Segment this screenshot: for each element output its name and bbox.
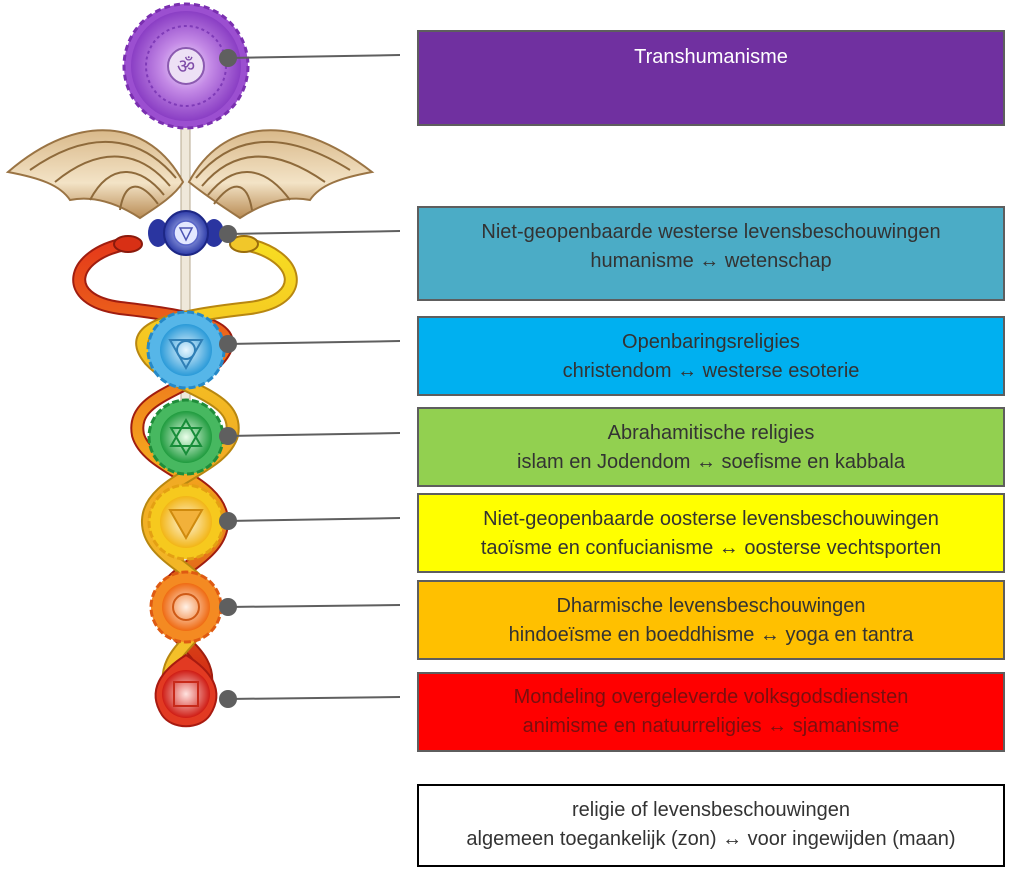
box-subtitle: christendom ↔ westerse esoterie [562, 360, 860, 382]
solar-plexus-chakra [147, 483, 225, 561]
box-subtitle: humanisme ↔ wetenschap [590, 250, 832, 272]
connector-dot [219, 427, 237, 445]
box-title: Transhumanisme [634, 46, 788, 68]
connector-dot [219, 690, 237, 708]
third-eye-label-box: Niet-geopenbaarde westerse levensbeschou… [417, 206, 1005, 301]
box-title: Dharmische levensbeschouwingen [556, 595, 866, 617]
connector-dots [219, 49, 237, 708]
box-subtitle: hindoeïsme en boeddhisme ↔ yoga en tantr… [508, 624, 914, 646]
box-title: Openbaringsreligies [622, 331, 800, 353]
heart-label-box: Abrahamitische religies islam en Jodendo… [417, 407, 1005, 487]
connector-dot [219, 49, 237, 67]
throat-label-box: Openbaringsreligies christendom ↔ wester… [417, 316, 1005, 396]
box-subtitle: animisme en natuurreligies ↔ sjamanisme [522, 715, 900, 737]
legend-box: religie of levensbeschouwingen algemeen … [417, 784, 1005, 867]
throat-chakra [146, 310, 226, 390]
svg-text:ॐ: ॐ [177, 54, 195, 78]
sacral-chakra [149, 570, 223, 644]
connector-dot [219, 335, 237, 353]
heart-chakra [147, 398, 225, 476]
connector-dot [219, 225, 237, 243]
box-title: Mondeling overgeleverde volksgodsdienste… [513, 686, 909, 708]
root-label-box: Mondeling overgeleverde volksgodsdienste… [417, 672, 1005, 752]
solar-plexus-label-box: Niet-geopenbaarde oosterse levensbeschou… [417, 493, 1005, 573]
third-eye-chakra [148, 210, 224, 256]
wings [5, 129, 375, 220]
box-title: Niet-geopenbaarde oosterse levensbeschou… [483, 508, 939, 530]
sacral-label-box: Dharmische levensbeschouwingen hindoeïsm… [417, 580, 1005, 660]
box-subtitle: taoïsme en confucianisme ↔ oosterse vech… [480, 537, 942, 559]
box-subtitle: islam en Jodendom ↔ soefisme en kabbala [517, 451, 905, 473]
crown-label-box: Transhumanisme [417, 30, 1005, 126]
connector-dot [219, 512, 237, 530]
box-title: Abrahamitische religies [607, 422, 815, 444]
root-chakra [154, 653, 218, 728]
connector-lines [227, 54, 401, 700]
connector-dot [219, 598, 237, 616]
crown-chakra: ॐ [122, 2, 250, 130]
legend-line-1: religie of levensbeschouwingen [572, 799, 850, 821]
legend-line-2: algemeen toegankelijk (zon) ↔ voor ingew… [466, 828, 956, 850]
box-title: Niet-geopenbaarde westerse levensbeschou… [481, 221, 941, 243]
